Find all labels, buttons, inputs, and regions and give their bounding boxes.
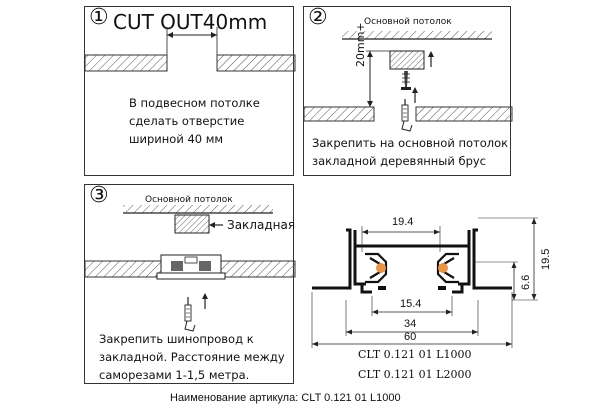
main-ceiling — [342, 31, 492, 39]
step-2-text-line-1: Закрепить на основной потолок — [312, 136, 509, 150]
step-3-drawing — [84, 205, 296, 332]
arrow-left-icon-3 — [209, 222, 215, 228]
step-1-panel: ① CUT OUT40mm В подвесном потолке сделат… — [84, 5, 296, 176]
suspended-ceiling-right — [216, 54, 296, 72]
step-3-panel: ③ Основной потолок — [84, 183, 296, 384]
screwdriver-icon — [401, 99, 413, 132]
dim-height-label: 19.5 — [540, 248, 552, 270]
wooden-bar — [389, 50, 425, 70]
step-2-drawing — [303, 31, 513, 132]
dim-inner-label: 6.6 — [520, 274, 532, 290]
embedded-bar — [174, 214, 210, 234]
step-3-text-line-3: саморезами 1-1,5 метра. — [99, 368, 250, 382]
step-3-text-line-2: закладной. Расстояние между — [99, 350, 285, 364]
dim-width-label: 34 — [404, 318, 417, 330]
suspended-ceiling-right-2 — [415, 106, 513, 122]
step-1-text-line-2: сделать отверстие — [129, 114, 245, 128]
suspended-ceiling-left — [84, 54, 168, 72]
main-ceiling-label-3: Основной потолок — [145, 195, 233, 205]
step-1-number: ① — [89, 5, 109, 30]
step-3-text-line-1: Закрепить шинопровод к — [99, 332, 254, 346]
copper-contact-left — [376, 263, 386, 273]
arrow-right-icon — [211, 32, 217, 38]
arrow-up-icon-3 — [202, 293, 208, 299]
dim-bottom-inner-label: 15.4 — [400, 298, 422, 310]
main-ceiling-label: Основной потолок — [364, 17, 452, 27]
step-3-number: ③ — [89, 183, 109, 208]
track-profile — [312, 228, 512, 294]
step-1-text-line-1: В подвесном потолке — [129, 96, 260, 110]
step-2-text-line-2: закладной деревянный брус — [312, 154, 487, 168]
step-2-number: ② — [308, 5, 328, 30]
embedded-label: Закладная — [227, 218, 296, 232]
suspended-ceiling-left-2 — [303, 106, 375, 122]
step-2-panel: ② Основной потолок — [303, 5, 513, 176]
article-code-1: CLT 0.121 01 L1000 — [358, 348, 472, 361]
copper-contact-right — [438, 263, 448, 273]
step-1-drawing — [84, 27, 296, 72]
dim-top-label: 19.4 — [392, 216, 414, 228]
arrow-left-icon — [167, 32, 173, 38]
dim-flange-label: 60 — [404, 331, 417, 343]
arrow-up-icon — [428, 51, 434, 57]
arrow-up-icon-2 — [412, 87, 418, 93]
caption: Наименование артикула: CLT 0.121 01 L100… — [170, 392, 401, 404]
screw-icon — [401, 71, 411, 90]
step-1-text-line-3: шириной 40 мм — [129, 132, 224, 146]
screwdriver-icon-3 — [184, 297, 196, 332]
article-code-2: CLT 0.121 01 L2000 — [358, 368, 472, 381]
cut-out-title: CUT OUT40mm — [113, 10, 268, 34]
track-profile-small — [156, 254, 226, 280]
main-ceiling-3 — [123, 205, 273, 213]
